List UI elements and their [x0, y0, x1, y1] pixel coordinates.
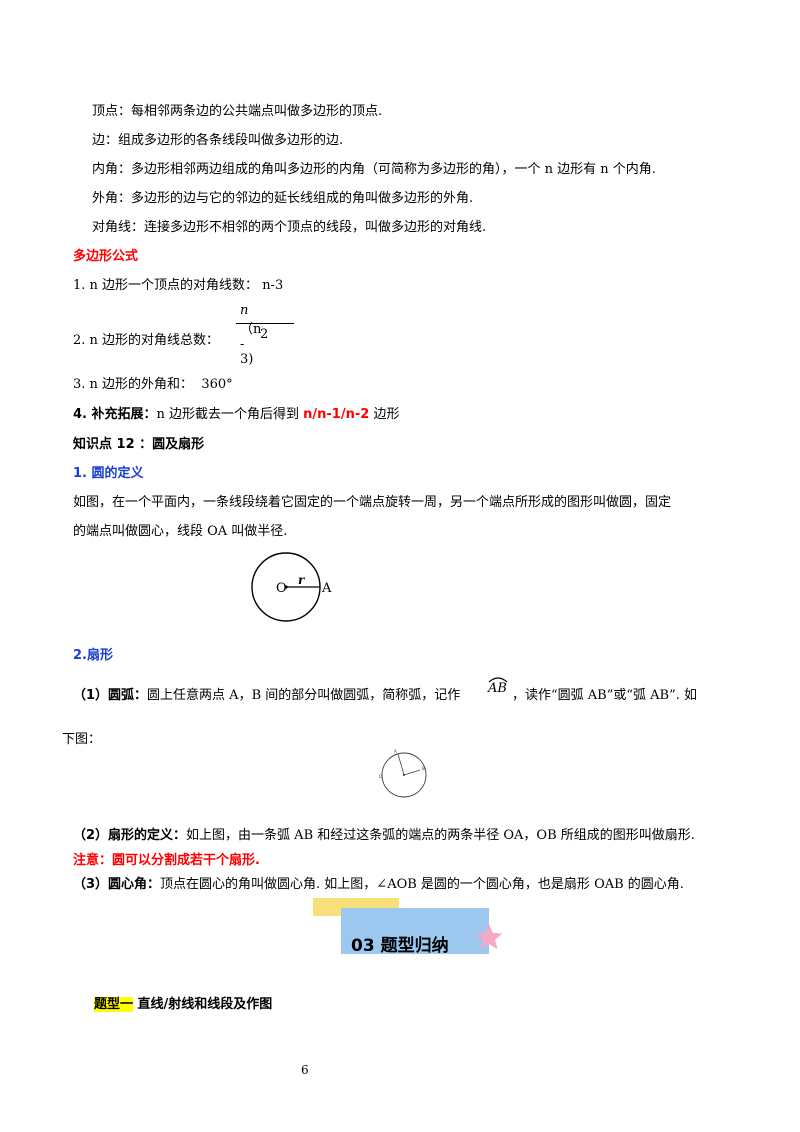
label-a: A	[321, 581, 332, 596]
formula-heading: 多边形公式	[73, 249, 139, 264]
arc-mark-icon	[488, 677, 508, 683]
formula-4: 4. 补充拓展：n 边形截去一个角后得到 n/n-1/n-2 边形	[73, 407, 400, 422]
star-icon	[475, 924, 503, 950]
sector-circle	[381, 752, 427, 798]
sector-heading: 2.扇形	[73, 648, 113, 663]
formula-3: 3. n 边形的外角和： 360°	[73, 377, 233, 392]
def-vertex: 顶点：每相邻两条边的公共端点叫做多边形的顶点.	[92, 104, 383, 119]
page-number: 6	[301, 1063, 309, 1077]
kp12-heading: 知识点 12 ：圆及扇形	[73, 437, 205, 452]
formula-2-label: 2. n 边形的对角线总数：	[73, 333, 220, 348]
banner-blue-box	[341, 908, 489, 954]
arc-notation: AB	[486, 674, 510, 698]
topic-heading: 题型一 直线/射线和线段及作图	[94, 997, 273, 1012]
svg-text:A: A	[394, 749, 397, 754]
circle-def-heading: 1. 圆的定义	[73, 466, 144, 481]
arc-definition-cont-2: 下图：	[62, 732, 102, 747]
central-angle-definition: （3）圆心角：顶点在圆心的角叫做圆心角. 如上图，∠AOB 是圆的一个圆心角，也…	[73, 877, 684, 892]
def-exterior-angle: 外角：多边形的边与它的邻边的延长线组成的角叫做多边形的外角.	[92, 191, 474, 206]
label-o: O	[276, 581, 287, 596]
svg-text:O: O	[379, 774, 382, 779]
section-banner-title: 03 题型归纳	[351, 936, 449, 956]
formula-1: 1. n 边形一个顶点的对角线数： n-3	[73, 278, 284, 293]
note-text: 注意：圆可以分割成若干个扇形.	[73, 853, 260, 868]
circle-def-text-2: 的端点叫做圆心，线段 OA 叫做半径.	[73, 524, 288, 539]
svg-text:B: B	[422, 766, 425, 771]
sector-figure: A B O	[379, 749, 427, 798]
circle-def-text-1: 如图，在一个平面内，一条线段绕着它固定的一个端点旋转一周，另一个端点所形成的图形…	[73, 495, 672, 510]
def-edge: 边：组成多边形的各条线段叫做多边形的边.	[92, 133, 344, 148]
sector-definition: （2）扇形的定义：如上图，由一条弧 AB 和经过这条弧的端点的两条半径 OA，O…	[73, 828, 695, 843]
def-diagonal: 对角线：连接多边形不相邻的两个顶点的线段，叫做多边形的对角线.	[92, 220, 487, 235]
radius-ob	[403, 769, 421, 776]
circle-radius-figure: O r A	[251, 552, 332, 622]
arc-definition: （1）圆弧：圆上任意两点 A，B 间的部分叫做圆弧，简称弧，记作	[73, 688, 461, 703]
def-interior-angle: 内角：多边形相邻两边组成的角叫多边形的内角（可简称为多边形的角），一个 n 边形…	[92, 162, 656, 177]
sector-center	[403, 774, 405, 776]
label-r: r	[298, 573, 306, 587]
radius-oa	[397, 753, 405, 776]
arc-definition-cont: ，读作“圆弧 AB”或“弧 AB”. 如	[512, 688, 697, 703]
